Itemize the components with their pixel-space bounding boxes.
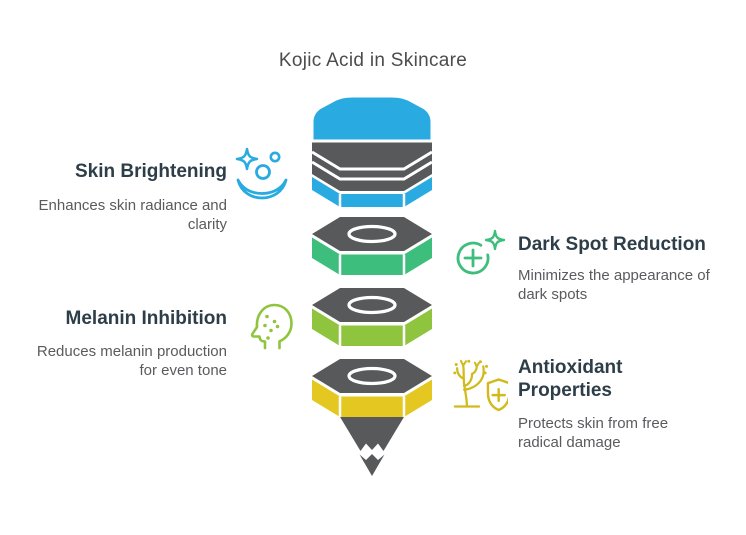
page-title: Kojic Acid in Skincare bbox=[278, 50, 468, 71]
funnel-spout-tip bbox=[359, 454, 385, 476]
tier-2-top-face bbox=[312, 217, 432, 251]
funnel-tier-1 bbox=[310, 95, 434, 207]
antioxidant-heading: Antioxidant Properties bbox=[518, 357, 623, 401]
tier-4-side-facets bbox=[312, 379, 432, 417]
funnel-graphic bbox=[310, 95, 434, 476]
tier-1-dome bbox=[310, 95, 434, 143]
tier-3-facet-separators bbox=[338, 325, 406, 346]
branch-shield-plus-icon bbox=[452, 358, 508, 414]
dark-spot-heading: Dark Spot Reduction bbox=[518, 234, 706, 255]
antioxidant-description: Protects skin from free radical damage bbox=[518, 415, 669, 452]
tier-4-hole-ring bbox=[347, 366, 397, 386]
tier-4-top-face bbox=[312, 359, 432, 393]
head-profile-dots-icon bbox=[242, 294, 298, 350]
tier-2-facet-separators bbox=[338, 254, 406, 275]
tier-1-stripe-separators bbox=[311, 150, 433, 181]
tier-1-facet-separators bbox=[338, 194, 406, 207]
tier-3-top-face bbox=[312, 288, 432, 322]
tier-3-side-facets bbox=[312, 308, 432, 346]
funnel-tier-4 bbox=[312, 359, 432, 417]
funnel-tier-3 bbox=[312, 288, 432, 346]
tier-2-side-facets bbox=[312, 237, 432, 275]
funnel-tier-2 bbox=[312, 217, 432, 275]
circle-plus-sparkle-icon bbox=[452, 229, 508, 285]
skin-brightening-heading: Skin Brightening bbox=[75, 161, 227, 182]
tier-1-side-facets bbox=[312, 177, 432, 207]
sparkles-smile-icon bbox=[234, 147, 290, 203]
melanin-heading: Melanin Inhibition bbox=[65, 308, 227, 329]
melanin-description: Reduces melanin production for even tone bbox=[36, 343, 227, 380]
dark-spot-description: Minimizes the appearance of dark spots bbox=[518, 267, 710, 304]
tier-2-hole-ring bbox=[347, 224, 397, 244]
skin-brightening-description: Enhances skin radiance and clarity bbox=[38, 197, 227, 234]
tier-3-hole-ring bbox=[347, 295, 397, 315]
tier-4-facet-separators bbox=[338, 396, 406, 417]
